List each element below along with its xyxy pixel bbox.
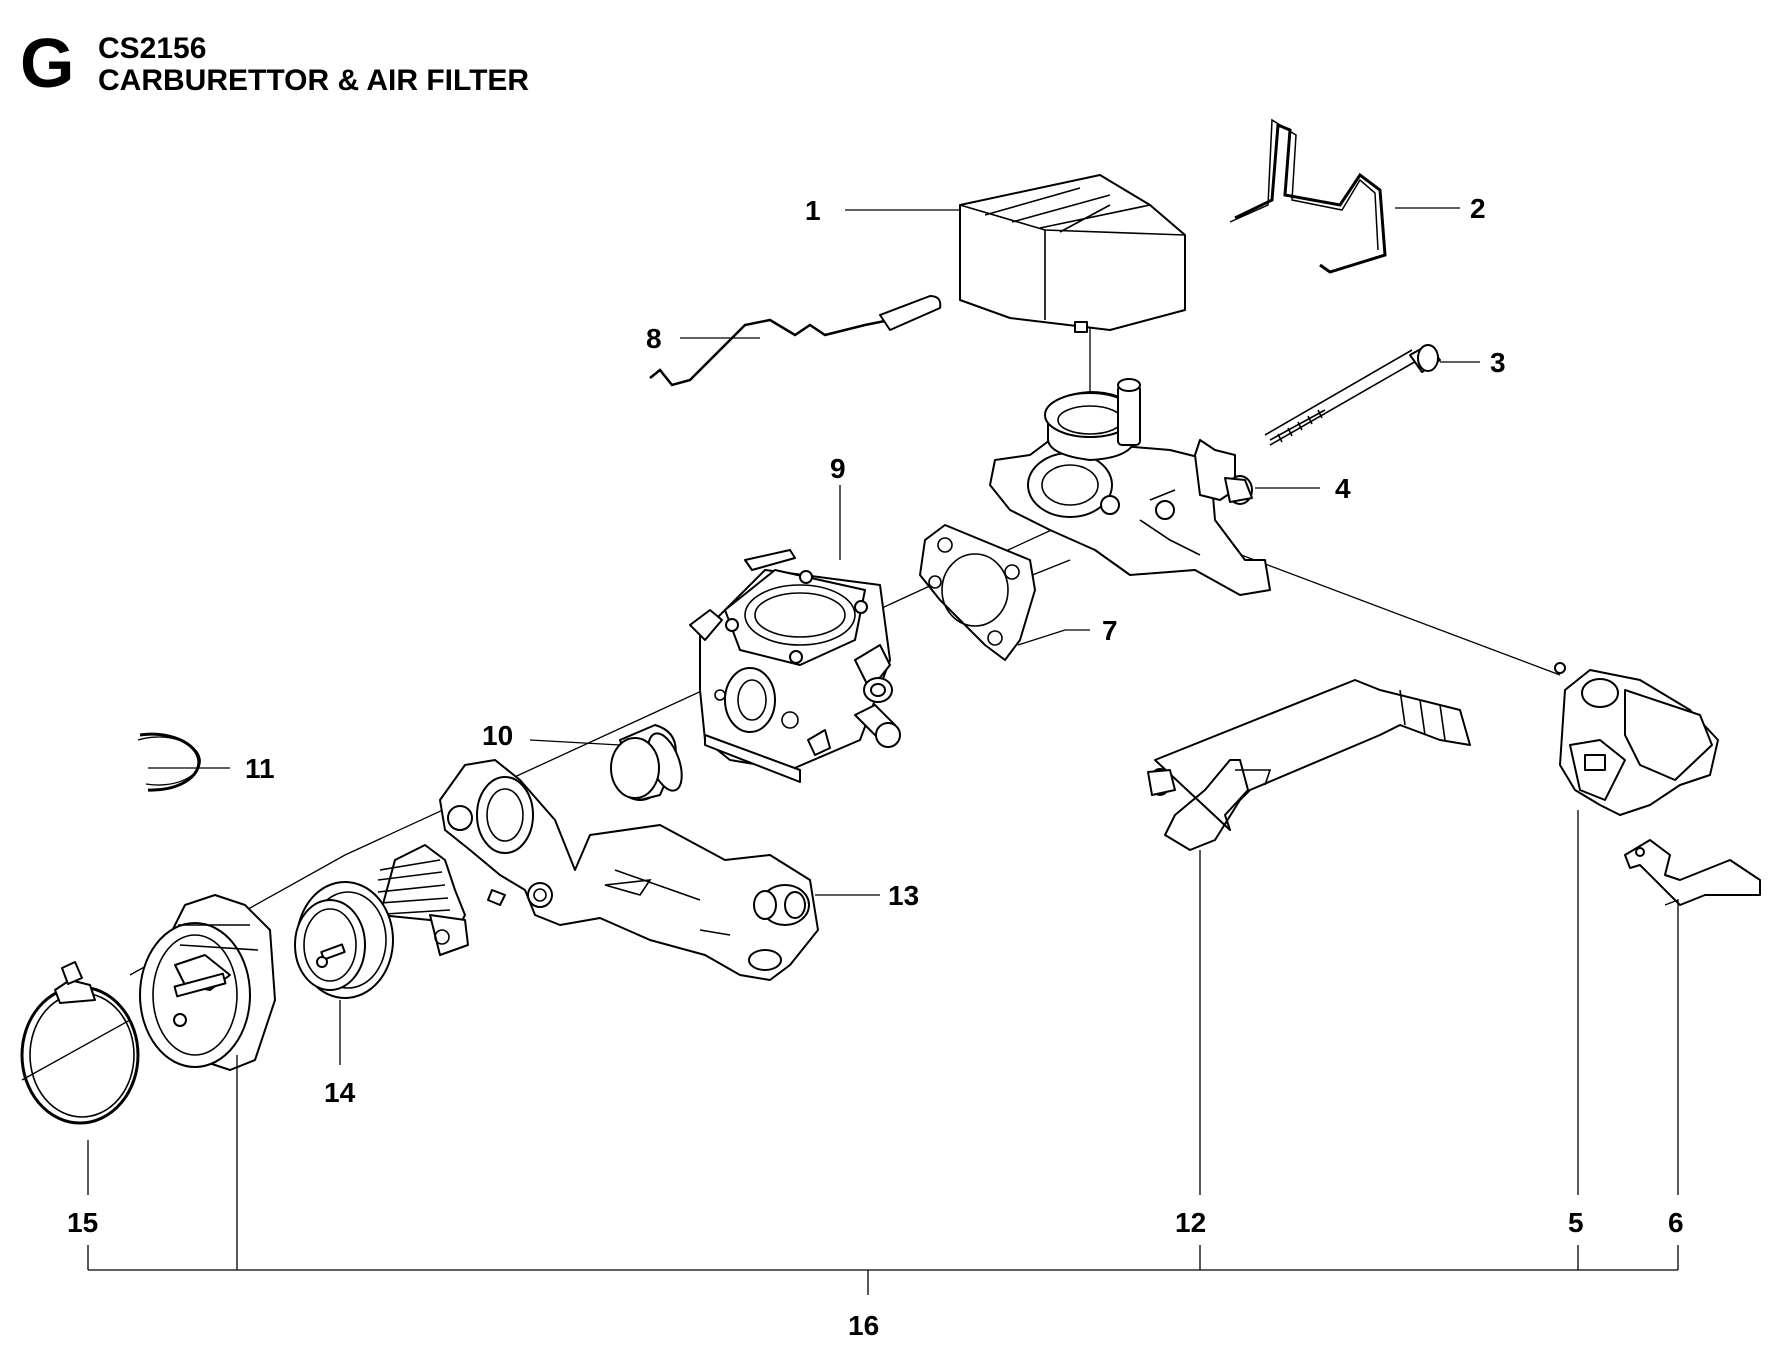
callout-1: 1	[805, 195, 821, 226]
callout-4: 4	[1335, 473, 1351, 504]
callout-14: 14	[324, 1077, 356, 1108]
callout-2: 2	[1470, 193, 1486, 224]
callout-15: 15	[67, 1207, 98, 1238]
callout-6: 6	[1668, 1207, 1684, 1238]
part-5-choke-holder	[1554, 662, 1719, 1195]
part-3-screw	[1264, 344, 1441, 446]
callout-3: 3	[1490, 347, 1506, 378]
part-12-throttle-lever	[1147, 679, 1471, 1195]
callout-12: 12	[1175, 1207, 1206, 1238]
callout-9: 9	[830, 453, 846, 484]
callout-13: 13	[888, 880, 919, 911]
part-2-wire-clip	[1229, 118, 1387, 274]
part-8-choke-rod	[649, 295, 942, 387]
part-9-carburettor	[689, 549, 901, 783]
assembly-bracket-16	[87, 1055, 1679, 1295]
part-11-circlip	[137, 732, 230, 792]
callout-16: 16	[848, 1310, 879, 1341]
callout-8: 8	[646, 323, 662, 354]
part-7-gasket	[919, 524, 1066, 661]
part-16-air-intake-cup	[139, 894, 276, 1071]
part-13-flange	[439, 759, 819, 981]
callout-11: 11	[245, 753, 275, 784]
part-1-air-filter	[959, 174, 1186, 420]
callout-10: 10	[482, 720, 513, 751]
callout-7: 7	[1102, 615, 1118, 646]
callout-leaders	[529, 207, 1480, 896]
part-10-sleeve	[610, 724, 683, 801]
diagram-title: CARBURETTOR & AIR FILTER	[98, 64, 530, 97]
part-15-hose-clamp	[20, 961, 140, 1125]
model-number: CS2156	[98, 32, 207, 65]
callout-labels: 1 2 3 4 5 6 7 8 9 10 11 12 13 14 15 16	[67, 193, 1684, 1341]
part-4-intake-housing	[989, 378, 1271, 596]
callout-5: 5	[1568, 1207, 1584, 1238]
section-letter: G	[20, 24, 75, 102]
part-14-intake-bellows	[294, 844, 469, 1065]
part-6-spring-plate	[1624, 839, 1761, 1195]
